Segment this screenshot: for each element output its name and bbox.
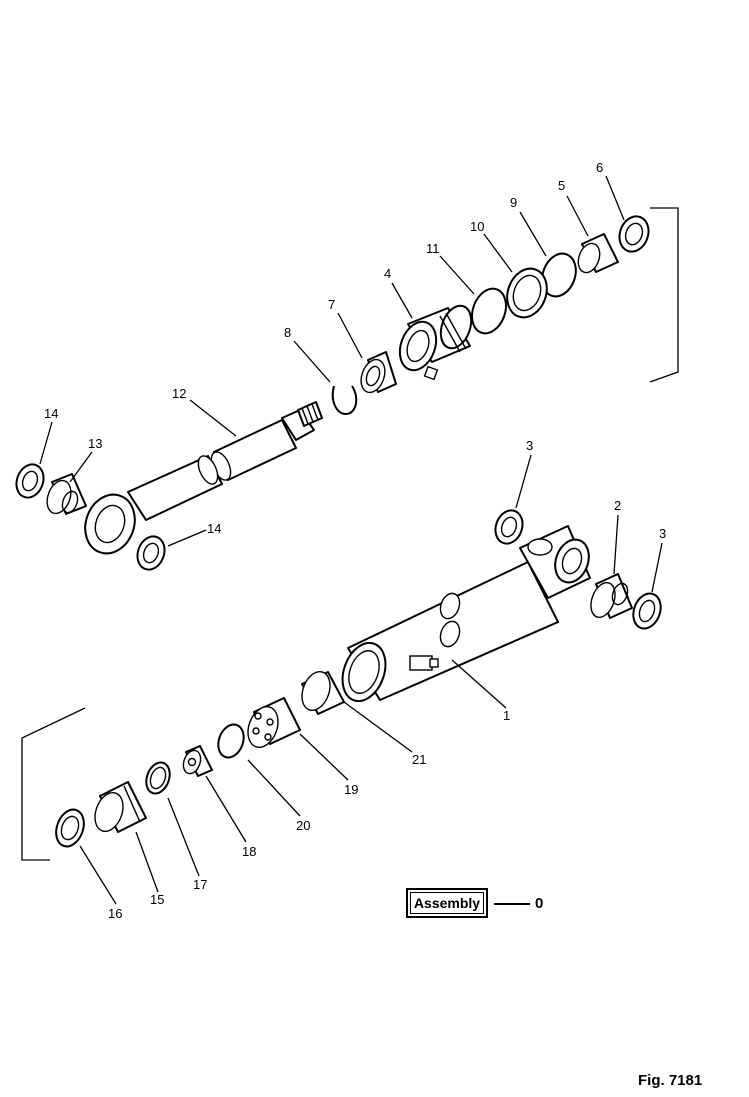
callout-18: 18 <box>242 844 256 859</box>
assembly-box: Assembly <box>406 888 488 918</box>
leader-lines <box>39 175 663 905</box>
lower-group-bracket <box>21 707 86 861</box>
callout-11: 11 <box>426 241 440 256</box>
part-14-ring-upper <box>15 463 45 499</box>
part-3-ring-lower <box>632 592 662 630</box>
part-5-bushing <box>577 233 619 274</box>
callout-5: 5 <box>558 178 565 193</box>
callout-6: 6 <box>596 160 603 175</box>
callout-3-lower: 3 <box>659 526 666 541</box>
part-17-snap-ring <box>145 761 171 795</box>
part-4-cylinder-head <box>398 304 473 381</box>
part-12-piston-rod <box>84 401 323 555</box>
part-16-ring <box>55 808 85 848</box>
part-7-bushing <box>360 351 397 394</box>
callout-3-upper: 3 <box>526 438 533 453</box>
assembly-label: Assembly <box>413 895 481 911</box>
callout-7: 7 <box>328 297 335 312</box>
callout-13: 13 <box>88 436 102 451</box>
part-8-snap-ring <box>331 385 358 415</box>
part-6-ring <box>618 215 650 253</box>
callout-1: 1 <box>503 708 510 723</box>
callout-2: 2 <box>614 498 621 513</box>
callout-10: 10 <box>470 219 484 234</box>
figure-caption: Fig. 7181 <box>638 1072 703 1089</box>
callout-9: 9 <box>510 195 517 210</box>
part-9-o-ring <box>541 252 577 298</box>
part-2-bushing <box>590 573 633 619</box>
callout-17: 17 <box>193 877 207 892</box>
callout-15: 15 <box>150 892 164 907</box>
callout-14-lower: 14 <box>207 521 221 536</box>
part-15-cushion <box>94 781 147 833</box>
callout-12: 12 <box>172 386 186 401</box>
upper-group-bracket <box>649 207 679 383</box>
part-10-backup-ring <box>506 267 548 319</box>
callout-20: 20 <box>296 818 310 833</box>
callout-19: 19 <box>344 782 358 797</box>
assembly-value: 0 <box>535 895 544 912</box>
part-20-o-ring <box>217 723 245 759</box>
part-13-bushing <box>46 473 87 515</box>
part-1-cylinder-tube <box>341 525 591 703</box>
part-3-ring-upper <box>494 509 524 545</box>
callout-14-upper: 14 <box>44 406 58 421</box>
part-21-wear-ring <box>301 670 345 715</box>
callout-16: 16 <box>108 906 122 921</box>
part-19-piston <box>247 697 301 749</box>
part-11-o-ring <box>471 287 507 335</box>
callout-8: 8 <box>284 325 291 340</box>
callout-21: 21 <box>412 752 426 767</box>
part-18-nut <box>182 745 213 777</box>
callout-4: 4 <box>384 266 391 281</box>
part-14-ring-lower <box>136 535 166 571</box>
assembly-dash <box>494 903 530 905</box>
